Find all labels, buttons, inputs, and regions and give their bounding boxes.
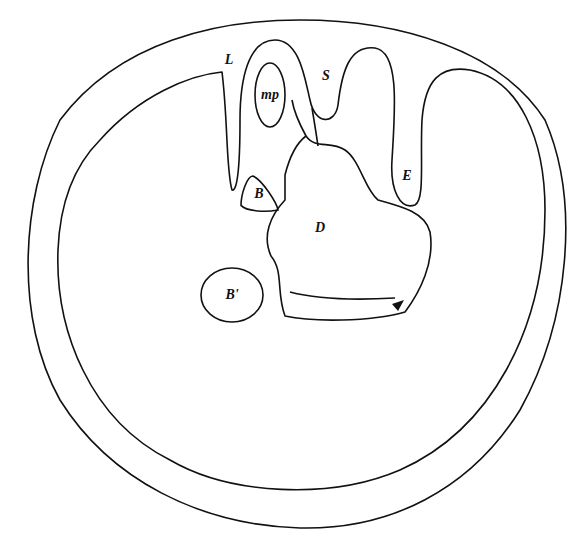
outer-wall <box>28 20 566 528</box>
b-body: B <box>239 175 279 213</box>
inner-wall <box>58 40 545 490</box>
d-stalk <box>292 100 306 136</box>
part-outline <box>201 268 263 322</box>
part-letter: D <box>315 221 325 235</box>
mp-body: mp <box>254 62 286 128</box>
part-outline <box>255 63 285 127</box>
part-label: mp <box>261 88 279 102</box>
part-label: B <box>254 187 263 201</box>
part-label: B' <box>225 288 238 302</box>
part-letter: E <box>402 169 411 183</box>
part-outline <box>241 176 278 211</box>
d-inner-line <box>290 292 395 299</box>
part-letter: S <box>322 69 330 83</box>
arrow-mark <box>392 300 404 311</box>
b-prime-body: B' <box>200 267 264 323</box>
d-stalk <box>312 108 318 146</box>
part-letter: L <box>225 53 234 67</box>
d-outline <box>267 136 431 320</box>
